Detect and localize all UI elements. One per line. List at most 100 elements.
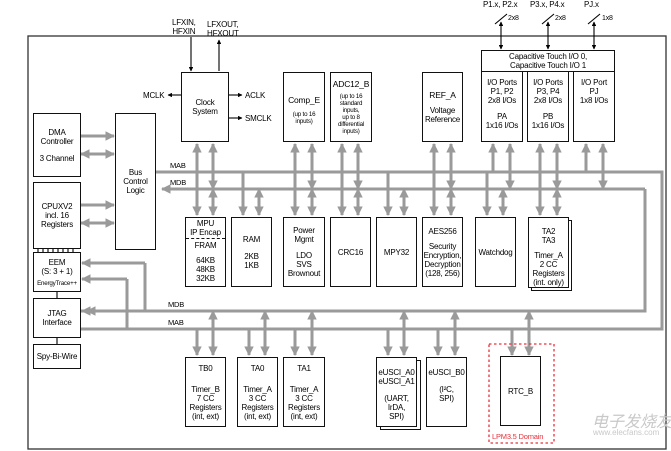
eem-block: EEM (S: 3 + 1) EnergyTrace++ <box>33 252 81 292</box>
ta0-sub-3: Registers <box>241 403 274 412</box>
pa-line-3: 2x8 I/Os <box>487 96 517 105</box>
ta3-title: TA3 <box>541 236 556 245</box>
clock-subtitle: System <box>192 107 218 116</box>
ta23-sub-4: (int. only) <box>533 278 564 287</box>
power-title-2: Mgmt <box>294 235 314 244</box>
ta23-sub-2: 2 CC <box>539 260 558 269</box>
adc-title: ADC12_B <box>332 79 370 89</box>
bus-ctrl-line-3: Logic <box>126 186 145 195</box>
aes-title: AES256 <box>428 227 457 236</box>
ref-a-block: REF_A Voltage Reference <box>422 72 463 142</box>
captouch-line-2: Capacitive Touch I/O 1 <box>510 61 586 70</box>
mpy-title: MPY32 <box>383 247 410 257</box>
watchdog-block: Watchdog <box>475 217 516 287</box>
aes-sub-4: (128, 256) <box>425 269 460 278</box>
adc-sub-6: inputs) <box>342 128 360 135</box>
watermark-url: www.elecfans.com <box>593 428 660 437</box>
port-bus-slash <box>494 13 508 25</box>
ram-size-1kb: 1KB <box>244 260 259 270</box>
port-p1-p2-width: 2x8 <box>508 15 519 22</box>
dma-channels: 3 Channel <box>39 153 75 163</box>
ta1-block: TA1 Timer_A 3 CC Registers (int, ext) <box>283 357 325 427</box>
port-bus-slash <box>541 13 555 25</box>
mab-bottom-label: MAB <box>168 318 184 327</box>
bus-ctrl-line-2: Control <box>123 177 148 186</box>
watermark-cn: 电子发烧友 <box>592 414 671 431</box>
ta1-sub-2: 3 CC <box>295 394 313 403</box>
tb0-sub-3: Registers <box>189 403 222 412</box>
bus-control-logic-block: Bus Control Logic <box>115 113 156 250</box>
pb-line-3: 2x8 I/Os <box>533 96 563 105</box>
power-svs: SVS <box>296 260 312 269</box>
ram-block: RAM 2KB 1KB <box>231 217 272 287</box>
mpu-label: MPU <box>196 219 215 228</box>
fram-size-32kb: 32KB <box>196 274 215 283</box>
bus-ctrl-line-1: Bus <box>128 168 143 177</box>
ref-sub-2: Reference <box>424 115 461 124</box>
power-mgmt-block: Power Mgmt LDO SVS Brownout <box>283 217 325 287</box>
ta23-sub-1: Timer_A <box>534 251 563 260</box>
pa-width: 1x16 I/Os <box>485 121 519 130</box>
sbw-title: Spy-Bi-Wire <box>36 352 78 361</box>
pj-line-3: 1x8 I/Os <box>579 96 609 105</box>
pa-line-1: I/O Ports <box>487 78 517 87</box>
tb0-sub-4: (int, ext) <box>192 412 219 421</box>
port-p1-p2-label: P1.x, P2.x <box>483 0 518 9</box>
power-title-1: Power <box>293 226 315 235</box>
ta23-sub-3: Registers <box>532 269 565 278</box>
adc-sub-5: differential <box>337 121 365 128</box>
eusci-b-block: eUSCI_B0 (I²C, SPI) <box>426 357 467 427</box>
clock-output-label: LFXOUT, HFXOUT <box>207 20 239 38</box>
adc12-b-block: ADC12_B (up to 16 standard inputs, up to… <box>330 72 372 142</box>
io-ports-pb-block: I/O Ports P3, P4 2x8 I/Os PB 1x16 I/Os <box>527 71 569 142</box>
ta1-sub-3: Registers <box>288 403 320 412</box>
adc-sub-4: up to 8 <box>342 114 360 121</box>
comp-title: Comp_E <box>288 95 320 105</box>
ip-encap-label: IP Encap <box>190 228 221 237</box>
smclk-label: SMCLK <box>245 114 272 123</box>
mpy32-block: MPY32 <box>376 217 417 287</box>
jtag-title: JTAG <box>47 309 67 318</box>
pa-line-2: P1, P2 <box>490 87 514 96</box>
eusci-a1-title: eUSCI_A1 <box>378 377 415 386</box>
eusci-a0-title: eUSCI_A0 <box>378 368 415 377</box>
port-p3-p4-label: P3.x, P4.x <box>530 0 565 9</box>
eusci-b-sub-2: SPI) <box>439 394 454 403</box>
ta0-sub-2: 3 CC <box>248 394 267 403</box>
cpu-block: CPUXV2 incl. 16 Registers <box>33 182 81 249</box>
mpu-divider <box>186 238 225 239</box>
dma-title: DMA <box>48 127 66 137</box>
mab-bus <box>81 170 664 331</box>
pb-line-1: I/O Ports <box>533 78 563 87</box>
ta2-ta3-block: TA2 TA3 Timer_A 2 CC Registers (int. onl… <box>528 217 569 288</box>
port-p3-p4-width: 2x8 <box>555 15 566 22</box>
ta1-title: TA1 <box>297 364 311 373</box>
watchdog-title: Watchdog <box>478 247 513 257</box>
ta0-sub-1: Timer_A <box>243 385 272 394</box>
cpu-line-3: Registers <box>41 220 73 229</box>
fram-size-64kb: 64KB <box>196 256 215 265</box>
eusci-a-sub-1: (UART, <box>384 394 409 403</box>
ref-title: REF_A <box>429 90 456 100</box>
capacitive-touch-block: Capacitive Touch I/O 0, Capacitive Touch… <box>481 50 615 72</box>
pb-name: PB <box>542 112 554 121</box>
captouch-line-1: Capacitive Touch I/O 0, <box>509 52 587 61</box>
port-pj-width: 1x8 <box>602 15 613 22</box>
ta0-sub-4: (int, ext) <box>244 412 271 421</box>
ta0-block: TA0 Timer_A 3 CC Registers (int, ext) <box>237 357 278 427</box>
fram-title: FRAM <box>194 241 217 250</box>
eem-title: EEM <box>48 257 66 267</box>
fram-size-48kb: 48KB <box>196 265 215 274</box>
rtc-title: RTC_B <box>507 386 534 396</box>
io-port-pj-block: I/O Port PJ 1x8 I/Os <box>573 71 615 142</box>
lpm-domain-outline <box>488 343 555 444</box>
cpu-line-2: incl. 16 <box>45 211 69 220</box>
pb-line-2: P3, P4 <box>536 87 560 96</box>
aes-sub-3: Decryption <box>424 260 461 269</box>
adc-sub-3: inputs, <box>342 107 360 114</box>
lpm35-domain-label: LPM3.5 Domain <box>492 432 544 441</box>
hfxin-label: HFXIN <box>172 27 196 36</box>
tb0-title: TB0 <box>198 364 213 373</box>
eusci-b0-title: eUSCI_B0 <box>428 368 465 377</box>
